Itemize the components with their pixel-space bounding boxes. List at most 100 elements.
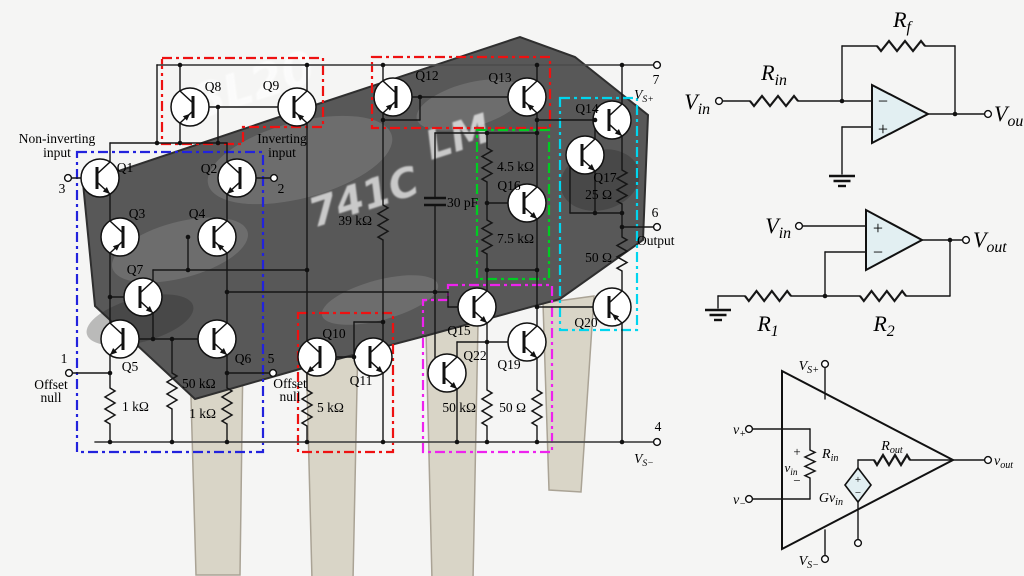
resistor — [480, 147, 494, 183]
resistor — [744, 289, 792, 303]
pin-number: 6 — [652, 205, 659, 220]
vin-label: vin — [784, 460, 797, 478]
junction-dot — [154, 140, 160, 146]
pin-number: 5 — [268, 351, 275, 366]
junction-dot — [534, 62, 540, 68]
rout-label: Rout — [880, 439, 903, 456]
terminal — [983, 455, 993, 465]
emitter-arrow — [385, 103, 394, 111]
transistor-label: Q19 — [497, 357, 520, 372]
terminal — [820, 554, 830, 564]
noninverting-input-sign: + — [873, 218, 883, 238]
emitter-arrow — [611, 313, 620, 321]
polarity-minus: − — [793, 473, 800, 488]
junction-dot — [534, 117, 540, 123]
dependent-source-diamond — [843, 466, 873, 504]
vminus-input-label: v− — [733, 493, 746, 510]
input-stage-box — [75, 150, 265, 454]
emitter-arrow — [216, 243, 225, 251]
emitter-arrow — [529, 212, 537, 219]
vin-label: Vin — [765, 213, 791, 242]
transistor-label: Q13 — [488, 70, 511, 85]
resistor — [615, 236, 629, 272]
junction-dot — [380, 62, 386, 68]
junction-dot — [380, 117, 386, 123]
inverting-input-sign: − — [878, 91, 888, 111]
junction-dot — [484, 339, 490, 345]
vsminus-label: VS− — [799, 554, 819, 571]
junction-dot — [619, 224, 625, 230]
pin5-name: Offset — [273, 376, 307, 391]
pin5-name: null — [279, 389, 300, 404]
transistor-Q6 — [197, 319, 237, 359]
resistor — [165, 372, 179, 410]
terminal — [652, 222, 662, 232]
vminus-rail-label: VS− — [634, 451, 654, 469]
pin1-name: Offset — [34, 377, 68, 392]
rin-label: Rin — [821, 447, 838, 464]
junction-dot — [380, 319, 386, 325]
current-mirror-box-1 — [160, 56, 325, 146]
junction-dot — [304, 267, 310, 273]
current-mirror-box-3 — [296, 311, 395, 454]
transistor-label: Q14 — [575, 101, 598, 116]
junction-dot — [484, 130, 490, 136]
transistor-label: Q3 — [129, 206, 146, 221]
junction-dot — [534, 130, 540, 136]
resistor-value: 7.5 kΩ — [497, 231, 534, 246]
chip-highlight — [321, 275, 439, 325]
resistor-value: 4.5 kΩ — [497, 159, 534, 174]
junction-dot — [534, 304, 540, 310]
junction-dot — [534, 267, 540, 273]
r1-label: R1 — [756, 311, 778, 340]
junction-dot — [169, 439, 175, 445]
transistor-Q4 — [197, 217, 237, 257]
terminal — [961, 235, 971, 245]
transistor-label: Q12 — [415, 68, 438, 83]
pin1-name: null — [40, 390, 61, 405]
emitter-arrow — [375, 366, 383, 373]
internal-741-schematic: Non-invertinginput3Invertinginput21Offse… — [19, 55, 675, 469]
terminal — [268, 368, 278, 378]
junction-dot — [484, 439, 490, 445]
transistor-label: Q6 — [235, 351, 252, 366]
resistor-value: 25 Ω — [585, 187, 612, 202]
terminal — [853, 538, 863, 548]
junction-dot — [169, 336, 175, 342]
source-plus: + — [855, 474, 861, 486]
chip-leg — [542, 295, 595, 493]
emitter-arrow — [614, 129, 622, 136]
resistor — [873, 452, 911, 468]
vout-label: vout — [994, 454, 1013, 471]
terminal — [652, 437, 662, 447]
emitter-arrow — [449, 382, 457, 389]
transistor-Q14 — [592, 100, 632, 140]
transistor-label: Q5 — [122, 359, 139, 374]
resistor — [300, 389, 314, 427]
junction-dot — [351, 354, 357, 360]
junction-dot — [185, 234, 191, 240]
resistor — [615, 169, 629, 205]
transistor-Q7 — [123, 277, 163, 317]
transistor-label: Q10 — [322, 326, 345, 341]
resistor — [749, 94, 799, 108]
transistor-label: Q1 — [117, 160, 134, 175]
junction-dot — [417, 94, 423, 100]
vin-label: Vin — [684, 89, 710, 118]
vplus-rail-label: VS+ — [634, 87, 654, 105]
junction-dot — [224, 370, 230, 376]
junction-dot — [534, 439, 540, 445]
transistor-Q19 — [507, 322, 547, 362]
transistor-Q10 — [297, 337, 337, 377]
junction-dot — [304, 439, 310, 445]
junction-dot — [177, 140, 183, 146]
resistor-value: 1 kΩ — [189, 406, 216, 421]
pin2-name: Inverting — [257, 131, 307, 146]
transistor-label: Q8 — [205, 79, 222, 94]
terminal — [744, 424, 754, 434]
transistor-Q22 — [427, 353, 467, 393]
terminal — [714, 96, 724, 106]
emitter-arrow — [479, 316, 487, 323]
transistor-label: Q4 — [189, 206, 206, 221]
transistor-Q17 — [565, 135, 605, 175]
